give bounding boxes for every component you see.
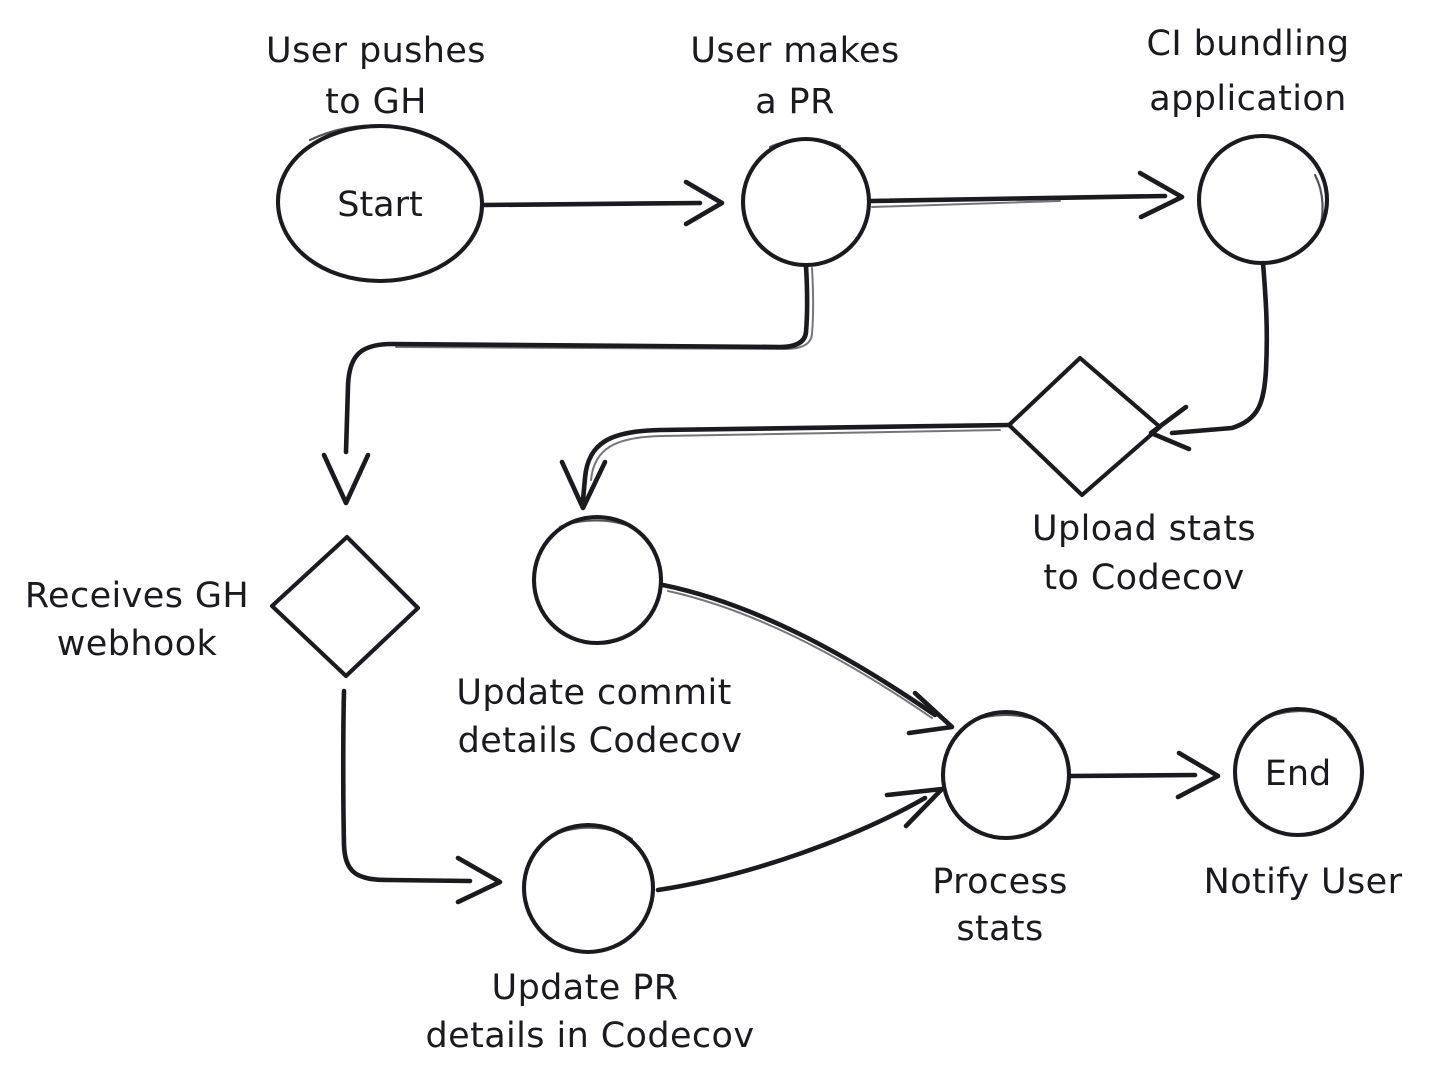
node-process[interactable] <box>940 709 1072 841</box>
node-pr[interactable] <box>740 136 872 268</box>
label-commit: Update commit details Codecov <box>456 673 742 761</box>
label-process-line1: Process <box>932 862 1068 902</box>
edge-commit-to-process <box>660 582 955 736</box>
label-process-line2: stats <box>956 909 1043 949</box>
label-prdetails: Update PR details in Codecov <box>426 968 755 1056</box>
edge-pr-to-ci <box>867 170 1185 220</box>
edge-upload-to-commit <box>559 422 1013 511</box>
label-ci: CI bundling application <box>1147 24 1350 119</box>
label-commit-line2: details Codecov <box>458 721 743 761</box>
label-webhook-line2: webhook <box>57 624 218 664</box>
edge-ci-to-upload <box>1148 260 1270 452</box>
label-start-line2: to GH <box>325 82 427 122</box>
label-end-line1: Notify User <box>1204 862 1403 902</box>
label-start: User pushes to GH <box>266 31 486 122</box>
label-upload-line1: Upload stats <box>1032 509 1256 549</box>
node-start-inner-text: Start <box>337 185 423 225</box>
node-start[interactable]: Start <box>275 123 485 284</box>
label-upload: Upload stats to Codecov <box>1032 509 1256 598</box>
label-pr-line2: a PR <box>755 82 835 122</box>
label-webhook-line1: Receives GH <box>25 576 249 616</box>
node-ci[interactable] <box>1196 133 1330 266</box>
label-ci-line2: application <box>1149 79 1346 119</box>
label-pr-line1: User makes <box>690 31 899 71</box>
node-upload[interactable] <box>1006 355 1163 498</box>
label-process: Process stats <box>932 862 1068 949</box>
label-end: Notify User <box>1204 862 1403 902</box>
node-end[interactable]: End <box>1232 706 1365 838</box>
node-commit[interactable] <box>531 514 664 646</box>
label-pr: User makes a PR <box>690 31 899 122</box>
label-upload-line2: to Codecov <box>1043 558 1244 598</box>
label-prdetails-line2: details in Codecov <box>426 1016 755 1056</box>
label-start-line1: User pushes <box>266 31 486 71</box>
node-prdetails[interactable] <box>521 822 656 955</box>
edge-pr-to-webhook <box>321 263 815 506</box>
node-end-inner-text: End <box>1265 754 1332 794</box>
edge-start-to-pr <box>480 179 725 227</box>
label-commit-line1: Update commit <box>456 673 731 713</box>
edge-process-to-end <box>1067 750 1221 800</box>
node-webhook[interactable] <box>269 534 421 679</box>
edge-webhook-to-prdetails <box>340 688 503 905</box>
label-webhook: Receives GH webhook <box>25 576 249 664</box>
label-ci-line1: CI bundling <box>1147 24 1350 64</box>
edge-prdetails-to-process <box>655 786 945 893</box>
label-prdetails-line1: Update PR <box>492 968 679 1008</box>
